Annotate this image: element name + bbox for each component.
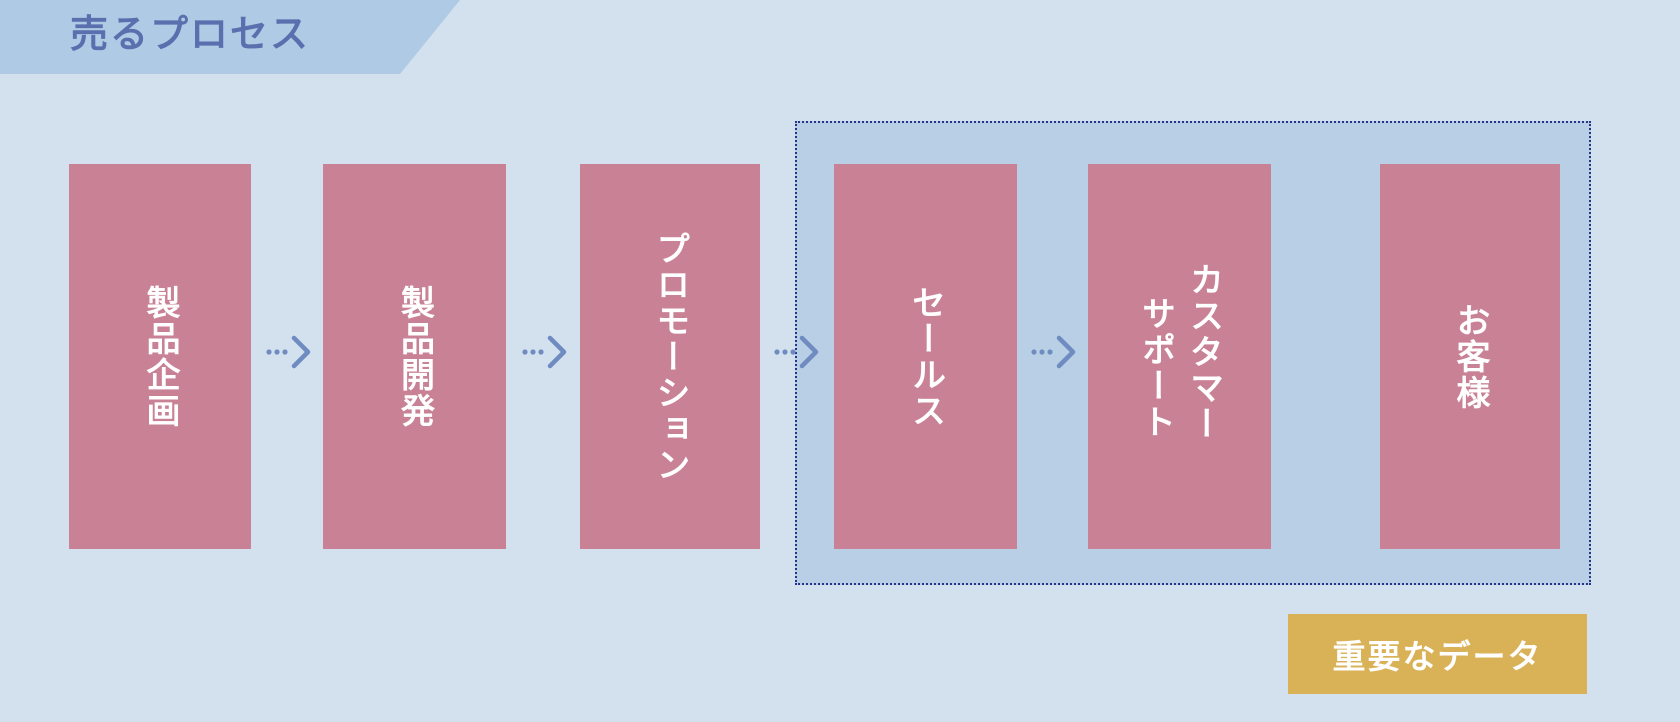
step-promotion: プロモーション: [580, 164, 760, 549]
dotted-chevron-right-icon: [1031, 335, 1076, 369]
step-label: 製品開発: [394, 284, 435, 429]
step-label-line2: サポート: [1135, 296, 1176, 440]
step-label: 製品企画: [140, 284, 180, 429]
dotted-chevron-right-icon: [522, 335, 567, 369]
dotted-chevron-right-icon: [774, 335, 819, 369]
step-customer: お客様: [1380, 164, 1560, 549]
dotted-chevron-right-icon: [266, 335, 311, 369]
step-label: プロモーション: [650, 230, 690, 483]
important-data-badge: 重要なデータ: [1288, 614, 1587, 694]
page-title: 売るプロセス: [70, 12, 311, 56]
step-customer-support: カスタマー サポート: [1088, 164, 1271, 549]
step-sales: セールス: [834, 164, 1017, 549]
title-banner: [0, 0, 460, 74]
step-label-line1: カスタマー: [1183, 262, 1224, 442]
step-label: セールス: [905, 284, 946, 429]
step-label: お客様: [1450, 302, 1490, 411]
step-product-planning: 製品企画: [69, 164, 251, 549]
step-product-development: 製品開発: [323, 164, 506, 549]
